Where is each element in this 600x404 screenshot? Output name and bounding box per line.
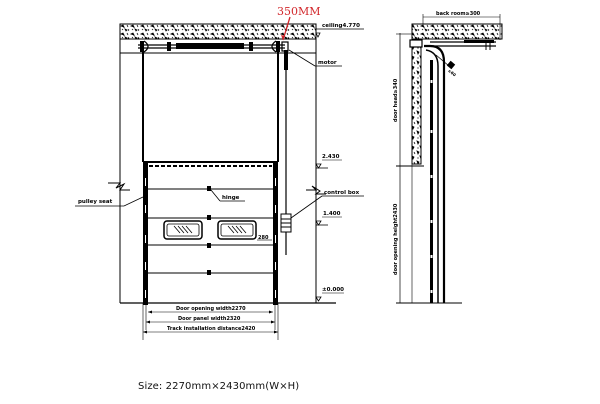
svg-text:±0.000: ±0.000: [322, 287, 344, 293]
hinge-icon: [207, 186, 211, 275]
window-panels: [163, 220, 257, 240]
torsion-shaft: [138, 40, 289, 53]
control-box-label: control box: [324, 190, 360, 196]
side-view: back room≥300 ≤60 door head≥340: [393, 11, 503, 304]
pulley-seat-label: pulley seat: [78, 199, 113, 205]
ceiling-elevation-label: ceiling4.770: [322, 23, 360, 29]
track-installation-distance: Track installation distance2420: [167, 326, 256, 332]
door-head-label: door head≥340: [393, 78, 399, 122]
door-opening-height-label: door opening height2430: [393, 203, 399, 275]
door-panel-width: Door panel width2320: [178, 316, 241, 322]
elevation-ground: ±0.000: [315, 287, 344, 302]
window-dimension: 280: [258, 235, 269, 241]
elevation-2430: 2.430: [315, 154, 342, 169]
motor-side-label: ≤60: [447, 68, 457, 78]
svg-text:2.430: 2.430: [322, 154, 340, 160]
back-room-label: back room≥300: [436, 11, 481, 17]
svg-text:1.400: 1.400: [323, 211, 341, 217]
control-box-icon: [280, 213, 292, 233]
door-frame: [143, 162, 278, 305]
red-annotation: 350MM: [277, 5, 321, 18]
elevation-1400: 1.400: [315, 211, 342, 226]
motor-label: motor: [318, 60, 337, 66]
door-opening-width: Door opening width2270: [176, 306, 246, 312]
width-dimensions: Door opening width2270 Door panel width2…: [142, 303, 279, 340]
size-caption: Size: 2270mm×2430mm(W×H): [138, 381, 300, 392]
hinge-label: hinge: [222, 195, 240, 201]
front-view: motor 350MM ceiling4.770: [75, 5, 364, 340]
